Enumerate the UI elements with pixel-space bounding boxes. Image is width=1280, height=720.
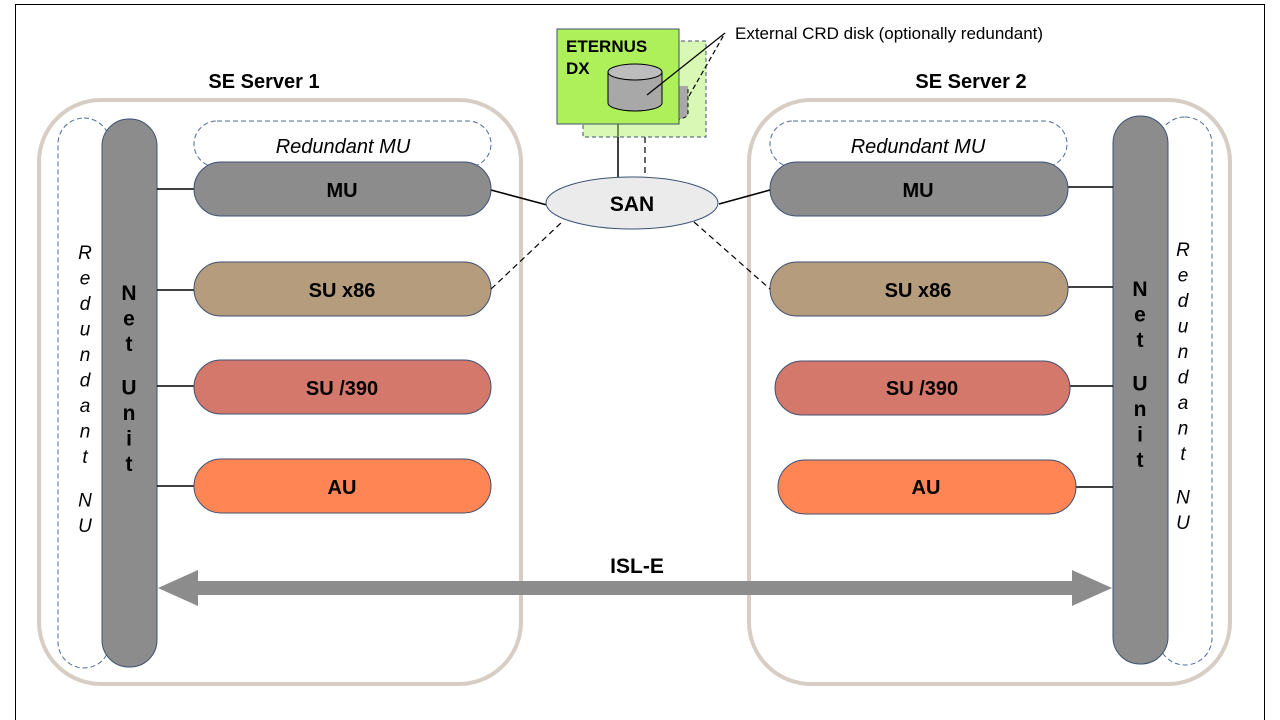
unit-au-label: AU xyxy=(328,477,357,499)
unit-su-390-box xyxy=(774,360,1071,416)
san-label: SAN xyxy=(610,193,654,216)
unit-au-box xyxy=(777,459,1077,515)
isl-label: ISL-E xyxy=(610,555,664,578)
san-link-dashed xyxy=(693,221,771,290)
unit-su-x86-label: SU x86 xyxy=(309,280,376,302)
diagram-frame xyxy=(15,4,1265,720)
unit-su-390-label: SU /390 xyxy=(306,378,378,400)
redundant-mu-label: Redundant MU xyxy=(276,136,411,158)
san-link-solid xyxy=(490,189,548,206)
unit-mu-box xyxy=(193,161,492,217)
unit-su-390-label: SU /390 xyxy=(886,378,958,400)
san-link-solid xyxy=(718,189,771,205)
unit-mu-label: MU xyxy=(326,180,357,202)
isl-double-arrow xyxy=(158,570,1112,606)
annotation-leader-line-dashed xyxy=(688,32,726,97)
storage-label-line2: DX xyxy=(566,59,590,78)
server-1-label: SE Server 1 xyxy=(208,71,319,93)
net-unit-bar xyxy=(1112,115,1169,665)
server-2-label: SE Server 2 xyxy=(915,71,1026,93)
unit-au-label: AU xyxy=(912,477,941,499)
server-1-enclosure xyxy=(37,98,523,686)
storage-annotation: External CRD disk (optionally redundant) xyxy=(735,24,1043,43)
unit-su-x86-label: SU x86 xyxy=(885,280,952,302)
storage-label-line1: ETERNUS xyxy=(566,37,647,56)
unit-au-box xyxy=(193,458,492,514)
net-unit-bar xyxy=(101,118,158,668)
unit-su-390-box xyxy=(193,359,492,415)
san-link-dashed xyxy=(490,221,563,290)
disk-icon xyxy=(607,63,663,112)
unit-mu-box xyxy=(769,161,1069,217)
redundant-mu-label: Redundant MU xyxy=(851,136,986,158)
annotation-leader-line xyxy=(646,32,726,96)
server-2-enclosure xyxy=(747,98,1232,686)
san-node xyxy=(545,176,719,230)
unit-mu-label: MU xyxy=(902,180,933,202)
